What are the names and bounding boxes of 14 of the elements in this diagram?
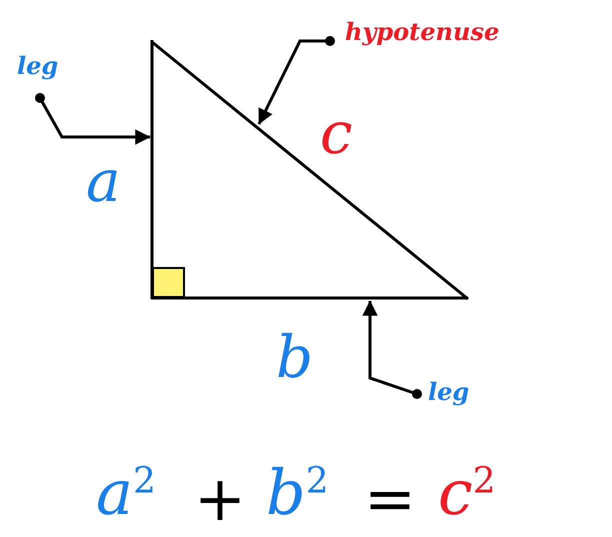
leader-line (362, 300, 422, 399)
leader-line (258, 36, 335, 125)
callout-label: leg (17, 54, 58, 78)
formula-operator: + (194, 468, 246, 530)
formula-term: b$^{2}$ (266, 462, 329, 524)
formula-term: c$^{2}$ (438, 462, 496, 524)
callout-label: leg (428, 380, 470, 404)
formula-term: a$^{2}$ (96, 462, 156, 524)
side-label: a (86, 152, 121, 210)
callout-label: hypotenuse (345, 20, 500, 44)
leader-line (35, 93, 151, 145)
side-label: b (276, 328, 314, 386)
side-label: c (320, 104, 352, 162)
formula-operator: = (364, 468, 416, 530)
